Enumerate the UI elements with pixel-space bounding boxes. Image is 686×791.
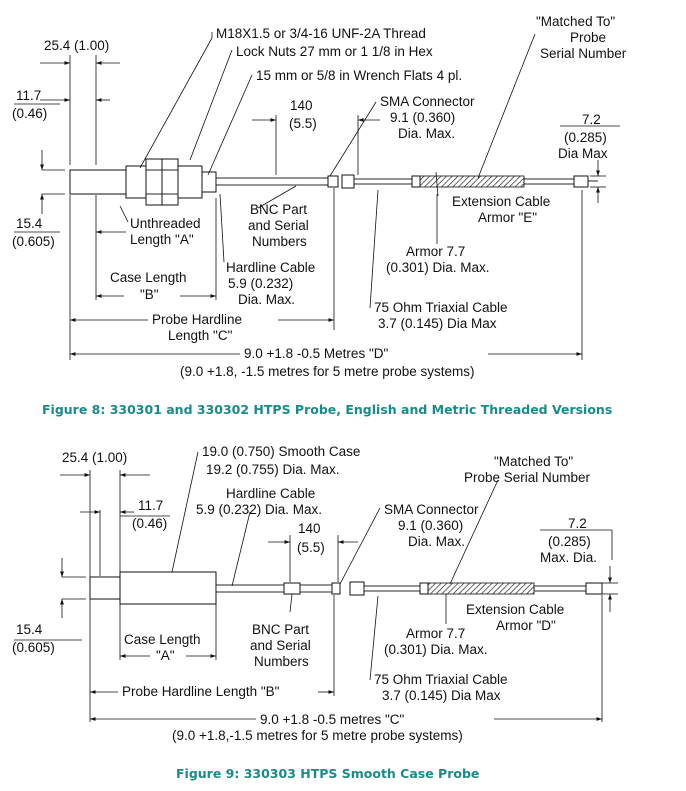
fig8-case-2: "B"	[140, 287, 159, 302]
fig8-overall-1: 9.0 +1.8 -0.5 Metres "D"	[244, 346, 388, 361]
fig9-dim-5-5: (5.5)	[297, 540, 325, 555]
fig9-bnc-2: and Serial	[250, 638, 311, 653]
fig9-case-2: "A"	[156, 648, 175, 663]
fig9-probe-1: Probe Hardline Length "B"	[122, 684, 280, 699]
fig8-hardline-3: Dia. Max.	[238, 292, 295, 307]
fig8-wrench-flats-label: 15 mm or 5/8 in Wrench Flats 4 pl.	[256, 68, 462, 83]
fig8-unthreaded-1: Unthreaded	[130, 216, 201, 231]
fig8-dim-15-4: 15.4	[16, 216, 43, 231]
hardline-cable-9	[215, 581, 603, 596]
fig9-dim-0-46: (0.46)	[132, 516, 167, 531]
fig8-caption: Figure 8: 330301 and 330302 HTPS Probe, …	[42, 402, 612, 417]
figure-8	[14, 32, 620, 360]
fig8-sma-2: 9.1 (0.360)	[390, 110, 455, 125]
fig9-dia-max: Max. Dia.	[540, 550, 597, 565]
fig8-unthreaded-2: Length "A"	[130, 232, 194, 247]
fig8-matched-2: Probe	[570, 30, 606, 45]
fig9-sma-2: 9.1 (0.360)	[398, 518, 463, 533]
fig9-bnc-1: BNC Part	[252, 622, 309, 637]
fig9-dim-15-4: 15.4	[16, 622, 43, 637]
fig8-probe-2: Length "C"	[168, 328, 233, 343]
fig8-thread-label: M18X1.5 or 3/4-16 UNF-2A Thread	[216, 26, 426, 41]
fig9-sma-1: SMA Connector	[384, 502, 479, 517]
fig9-dim-11-7: 11.7	[138, 498, 163, 513]
hardline-cable-8	[215, 174, 598, 189]
fig8-hardline-2: 5.9 (0.232)	[228, 276, 293, 291]
fig8-ext-2: Armor "E"	[478, 210, 537, 225]
fig9-triax-1: 75 Ohm Triaxial Cable	[374, 672, 508, 687]
fig9-matched-2: Probe Serial Number	[464, 470, 591, 485]
fig8-dim-25-4: 25.4 (1.00)	[44, 38, 109, 53]
fig9-armor-2: (0.301) Dia. Max.	[384, 642, 488, 657]
probe-body-8	[69, 158, 217, 206]
fig8-bnc-3: Numbers	[252, 234, 307, 249]
fig8-triax-2: 3.7 (0.145) Dia Max	[378, 316, 497, 331]
fig9-overall-2: (9.0 +1.8,-1.5 metres for 5 metre probe …	[172, 728, 463, 743]
fig8-overall-2: (9.0 +1.8, -1.5 metres for 5 metre probe…	[180, 364, 475, 379]
fig8-bnc-1: BNC Part	[250, 202, 307, 217]
fig8-ext-1: Extension Cable	[452, 194, 550, 209]
fig8-sma-1: SMA Connector	[380, 94, 475, 109]
fig9-smooth-1: 19.0 (0.750) Smooth Case	[202, 444, 360, 459]
fig8-triax-1: 75 Ohm Triaxial Cable	[374, 300, 508, 315]
fig8-armor-1: Armor 7.7	[406, 244, 465, 259]
fig8-sma-3: Dia. Max.	[398, 126, 455, 141]
fig8-matched-3: Serial Number	[540, 46, 627, 61]
fig9-armor-1: Armor 7.7	[406, 626, 465, 641]
fig8-case-1: Case Length	[110, 270, 187, 285]
fig9-overall-1: 9.0 +1.8 -0.5 metres "C"	[260, 712, 404, 727]
fig9-matched-1: "Matched To"	[494, 454, 573, 469]
fig8-armor-2: (0.301) Dia. Max.	[386, 260, 490, 275]
fig9-case-1: Case Length	[124, 632, 201, 647]
fig8-matched-1: "Matched To"	[536, 14, 615, 29]
fig8-dia-max: Dia Max	[558, 146, 608, 161]
fig9-bnc-3: Numbers	[254, 654, 309, 669]
fig9-ext-2: Armor "D"	[496, 618, 556, 633]
fig8-probe-1: Probe Hardline	[152, 312, 242, 327]
fig8-dia-0-285: (0.285)	[564, 130, 607, 145]
fig9-dim-140: 140	[298, 521, 321, 536]
fig9-caption: Figure 9: 330303 HTPS Smooth Case Probe	[176, 766, 479, 781]
fig8-dim-0-605: (0.605)	[12, 234, 55, 249]
fig9-hardline-2: 5.9 (0.232) Dia. Max.	[196, 502, 322, 517]
fig8-dia-7-2: 7.2	[582, 112, 601, 127]
fig8-hardline-1: Hardline Cable	[226, 260, 315, 275]
fig8-lock-nuts-label: Lock Nuts 27 mm or 1 1/8 in Hex	[236, 44, 433, 59]
fig9-triax-2: 3.7 (0.145) Dia Max	[382, 688, 501, 703]
fig9-dim-25-4: 25.4 (1.00)	[62, 450, 127, 465]
fig9-dim-0-605: (0.605)	[12, 640, 55, 655]
figure-9	[14, 451, 618, 722]
fig8-dim-140: 140	[290, 98, 313, 113]
fig9-dia-7-2: 7.2	[568, 516, 587, 531]
fig8-dim-0-46: (0.46)	[12, 106, 47, 121]
probe-body-9	[89, 571, 217, 605]
fig9-hardline-1: Hardline Cable	[226, 486, 315, 501]
fig9-smooth-2: 19.2 (0.755) Dia. Max.	[206, 462, 340, 477]
fig9-ext-1: Extension Cable	[466, 602, 564, 617]
fig8-bnc-2: and Serial	[248, 218, 309, 233]
fig8-dim-5-5: (5.5)	[289, 116, 317, 131]
fig9-sma-3: Dia. Max.	[408, 534, 465, 549]
fig9-dia-0-285: (0.285)	[548, 534, 591, 549]
fig8-dim-11-7: 11.7	[16, 88, 41, 103]
